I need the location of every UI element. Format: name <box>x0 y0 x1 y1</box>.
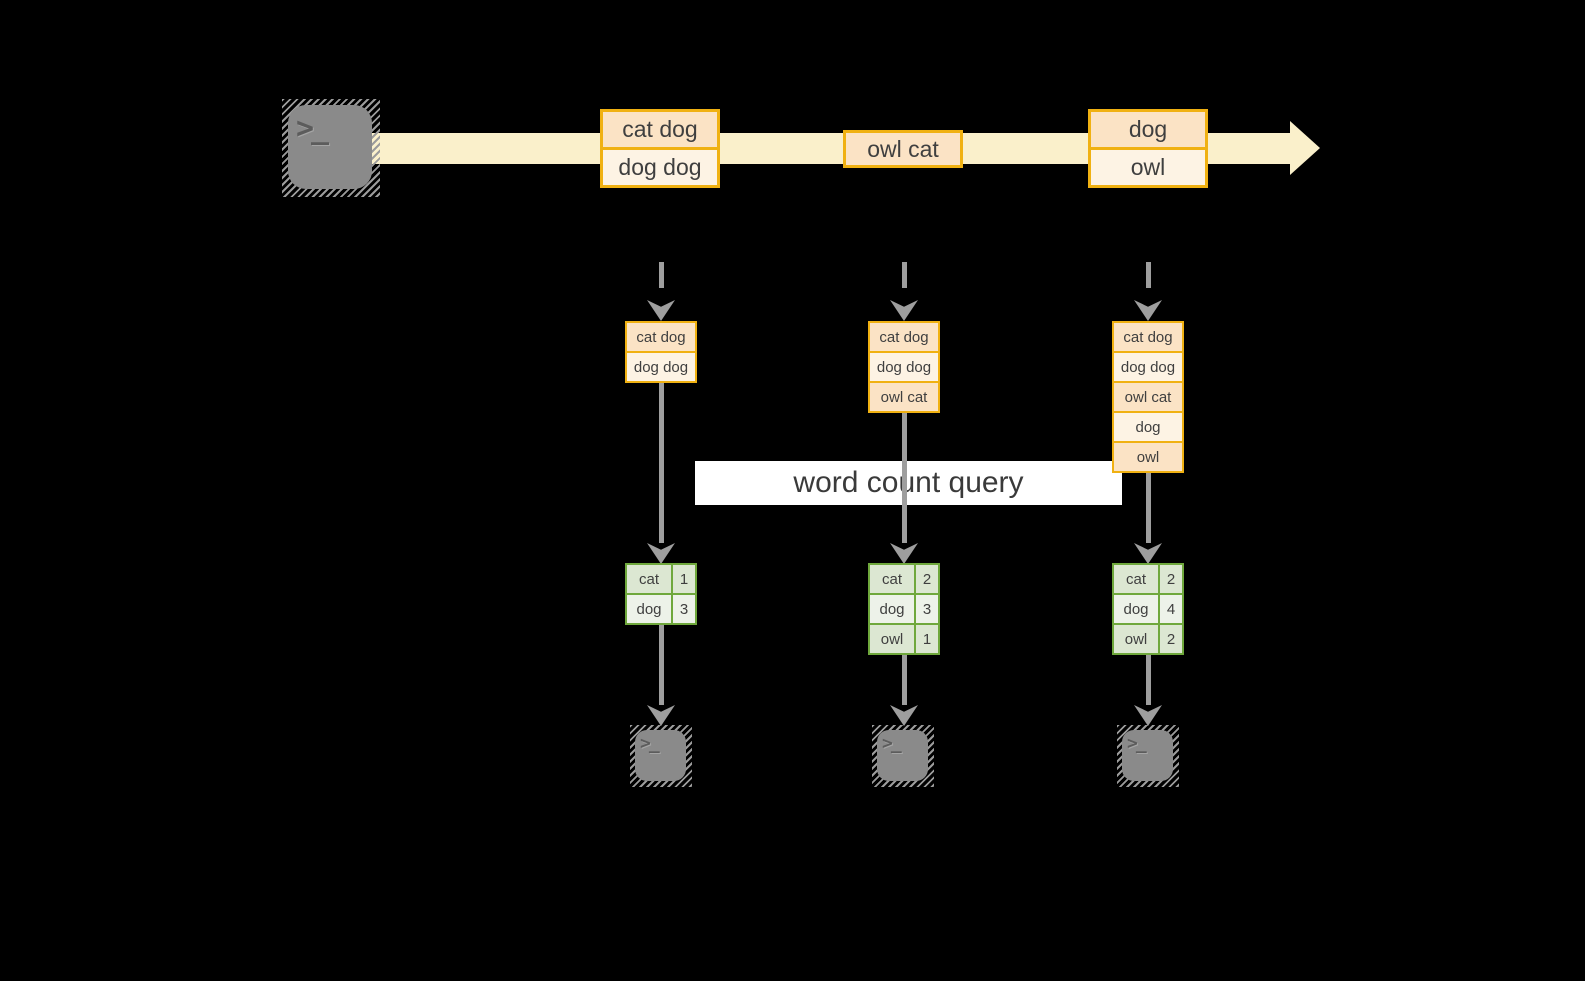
terminal-prompt-glyph: >_ <box>1127 733 1147 754</box>
state-row: owl cat <box>870 381 938 411</box>
count-table: cat 2 dog 4 owl 2 <box>1112 563 1184 655</box>
count-row: dog 4 <box>1114 593 1182 623</box>
arrow-head-icon <box>647 705 675 726</box>
stream-message: cat dog dog dog <box>600 109 720 188</box>
arrow-line <box>1146 473 1151 543</box>
stream-message-line: owl cat <box>846 133 960 165</box>
stream-message: dog owl <box>1088 109 1208 188</box>
count-word-cell: dog <box>627 595 673 623</box>
count-table: cat 1 dog 3 <box>625 563 697 625</box>
state-box: cat dog dog dog owl cat dog owl <box>1112 321 1184 473</box>
count-row: cat 2 <box>870 565 938 593</box>
stream-message-line: dog dog <box>603 147 717 185</box>
stream-message-line: owl <box>1091 147 1205 185</box>
terminal-prompt-glyph: >_ <box>882 733 902 754</box>
state-box: cat dog dog dog <box>625 321 697 383</box>
count-value-cell: 2 <box>1160 625 1182 653</box>
count-word-cell: cat <box>870 565 916 593</box>
count-word-cell: owl <box>1114 625 1160 653</box>
dashed-arrow-head-icon <box>890 300 918 321</box>
arrow-head-icon <box>1134 543 1162 564</box>
terminal-icon-body <box>288 105 372 189</box>
arrow-head-icon <box>890 705 918 726</box>
count-word-cell: cat <box>1114 565 1160 593</box>
count-table: cat 2 dog 3 owl 1 <box>868 563 940 655</box>
count-word-cell: dog <box>870 595 916 623</box>
terminal-icon-body <box>1122 730 1173 781</box>
state-row: dog dog <box>627 351 695 381</box>
arrow-head-icon <box>890 543 918 564</box>
count-value-cell: 2 <box>916 565 938 593</box>
stream-arrow-head-icon <box>1290 121 1320 175</box>
count-row: dog 3 <box>627 593 695 623</box>
dashed-arrow-line <box>902 262 907 288</box>
arrow-line <box>902 413 907 543</box>
state-row: owl <box>1114 441 1182 471</box>
arrow-line <box>1146 655 1151 705</box>
arrow-line <box>659 625 664 705</box>
terminal-icon: >_ <box>282 99 380 197</box>
state-row: cat dog <box>870 323 938 351</box>
stream-message-line: dog <box>1091 112 1205 147</box>
terminal-icon-body <box>877 730 928 781</box>
terminal-icon: >_ <box>872 725 934 787</box>
query-label: word count query <box>695 461 1122 505</box>
count-row: owl 2 <box>1114 623 1182 653</box>
state-box: cat dog dog dog owl cat <box>868 321 940 413</box>
arrow-head-icon <box>1134 705 1162 726</box>
stream-message: owl cat <box>843 130 963 168</box>
terminal-prompt-glyph: >_ <box>640 733 660 754</box>
state-row: dog dog <box>1114 351 1182 381</box>
state-row: owl cat <box>1114 381 1182 411</box>
count-value-cell: 3 <box>673 595 695 623</box>
state-row: cat dog <box>627 323 695 351</box>
count-word-cell: cat <box>627 565 673 593</box>
terminal-prompt-glyph: >_ <box>296 111 329 146</box>
terminal-icon: >_ <box>1117 725 1179 787</box>
dashed-arrow-head-icon <box>647 300 675 321</box>
count-row: cat 2 <box>1114 565 1182 593</box>
count-word-cell: owl <box>870 625 916 653</box>
dashed-arrow-line <box>659 262 664 288</box>
state-row: dog dog <box>870 351 938 381</box>
count-word-cell: dog <box>1114 595 1160 623</box>
arrow-head-icon <box>647 543 675 564</box>
dashed-arrow-head-icon <box>1134 300 1162 321</box>
dashed-arrow-line <box>1146 262 1151 288</box>
state-row: cat dog <box>1114 323 1182 351</box>
count-value-cell: 1 <box>916 625 938 653</box>
terminal-icon: >_ <box>630 725 692 787</box>
count-row: cat 1 <box>627 565 695 593</box>
count-value-cell: 3 <box>916 595 938 623</box>
count-value-cell: 2 <box>1160 565 1182 593</box>
terminal-icon-body <box>635 730 686 781</box>
stream-message-line: cat dog <box>603 112 717 147</box>
state-row: dog <box>1114 411 1182 441</box>
count-row: owl 1 <box>870 623 938 653</box>
count-row: dog 3 <box>870 593 938 623</box>
count-value-cell: 4 <box>1160 595 1182 623</box>
arrow-line <box>902 655 907 705</box>
arrow-line <box>659 383 664 543</box>
count-value-cell: 1 <box>673 565 695 593</box>
